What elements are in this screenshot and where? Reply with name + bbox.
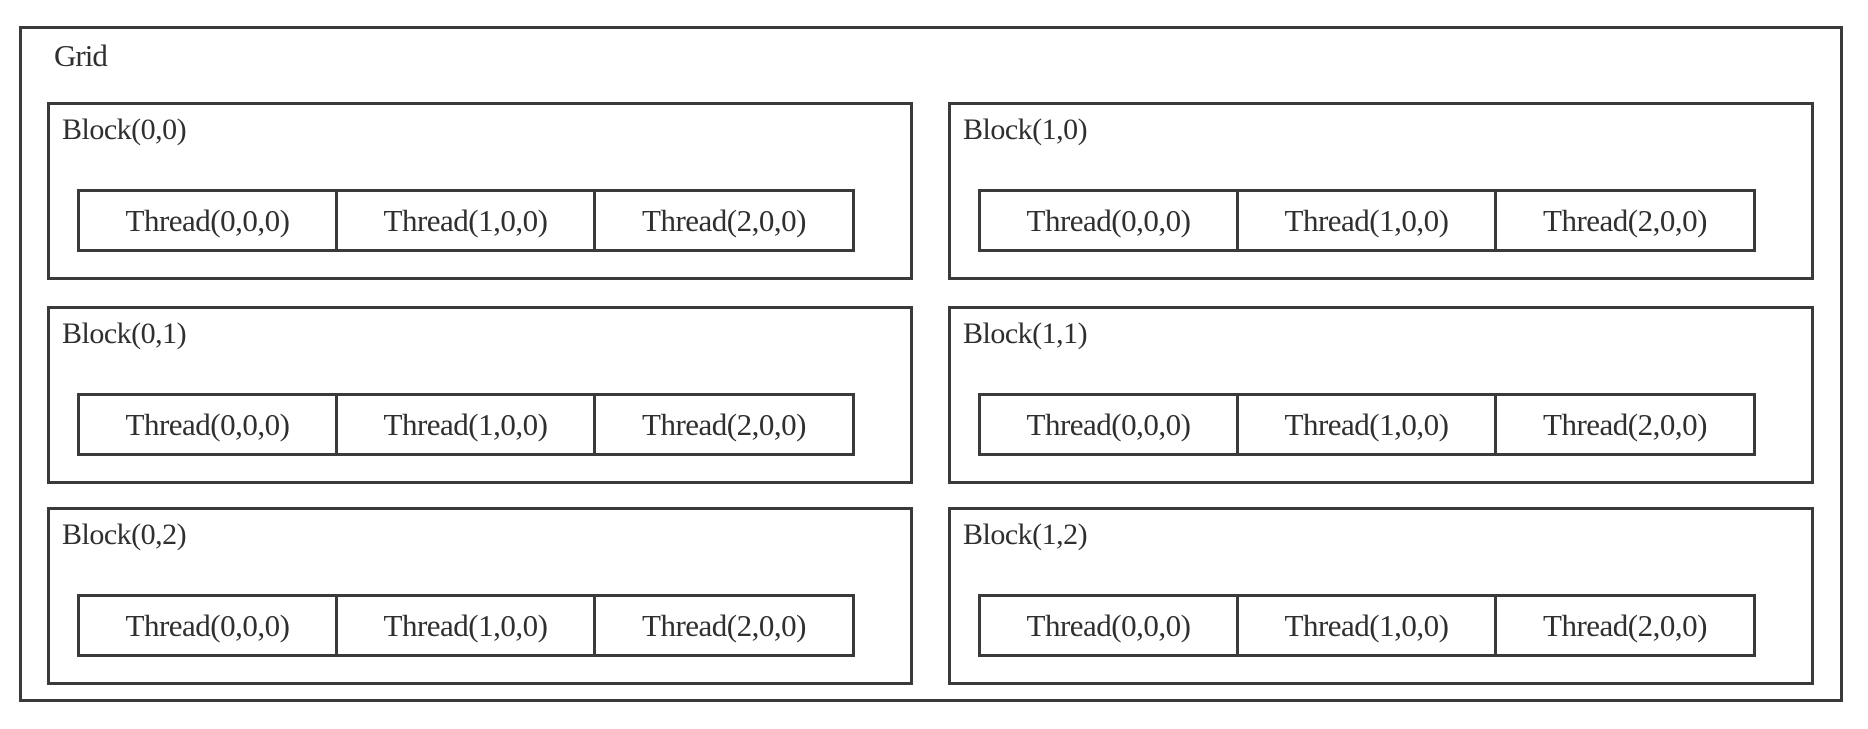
thread-row: Thread(0,0,0) Thread(1,0,0) Thread(2,0,0… [77, 594, 855, 657]
thread-cell: Thread(2,0,0) [1543, 406, 1707, 442]
thread-cell: Thread(1,0,0) [1239, 597, 1497, 654]
block-label: Block(0,0) [62, 113, 187, 146]
thread-cell: Thread(0,0,0) [981, 396, 1239, 453]
thread-cell: Thread(2,0,0) [642, 607, 806, 643]
block-0-2: Block(0,2) Thread(0,0,0) Thread(1,0,0) T… [47, 507, 913, 685]
thread-cell: Thread(0,0,0) [80, 192, 338, 249]
thread-cell: Thread(0,0,0) [981, 192, 1239, 249]
block-label: Block(1,1) [963, 317, 1088, 350]
thread-cell: Thread(1,0,0) [338, 192, 596, 249]
thread-cell: Thread(1,0,0) [338, 597, 596, 654]
thread-cell: Thread(2,0,0) [1543, 202, 1707, 238]
block-1-0: Block(1,0) Thread(0,0,0) Thread(1,0,0) T… [948, 102, 1814, 280]
thread-cell: Thread(0,0,0) [80, 396, 338, 453]
grid-label: Grid [54, 38, 108, 73]
thread-row: Thread(0,0,0) Thread(1,0,0) Thread(2,0,0… [978, 594, 1756, 657]
grid-container [19, 26, 1843, 702]
block-label: Block(0,1) [62, 317, 187, 350]
thread-cell: Thread(2,0,0) [1543, 607, 1707, 643]
thread-cell: Thread(0,0,0) [80, 597, 338, 654]
block-label: Block(0,2) [62, 518, 187, 551]
thread-row: Thread(0,0,0) Thread(1,0,0) Thread(2,0,0… [77, 189, 855, 252]
thread-cell: Thread(1,0,0) [1239, 192, 1497, 249]
thread-row: Thread(0,0,0) Thread(1,0,0) Thread(2,0,0… [978, 189, 1756, 252]
thread-row: Thread(0,0,0) Thread(1,0,0) Thread(2,0,0… [77, 393, 855, 456]
thread-cell: Thread(2,0,0) [642, 406, 806, 442]
thread-cell: Thread(1,0,0) [1239, 396, 1497, 453]
block-0-1: Block(0,1) Thread(0,0,0) Thread(1,0,0) T… [47, 306, 913, 484]
block-label: Block(1,0) [963, 113, 1088, 146]
block-1-1: Block(1,1) Thread(0,0,0) Thread(1,0,0) T… [948, 306, 1814, 484]
thread-cell: Thread(2,0,0) [642, 202, 806, 238]
block-1-2: Block(1,2) Thread(0,0,0) Thread(1,0,0) T… [948, 507, 1814, 685]
block-0-0: Block(0,0) Thread(0,0,0) Thread(1,0,0) T… [47, 102, 913, 280]
thread-cell: Thread(1,0,0) [338, 396, 596, 453]
thread-row: Thread(0,0,0) Thread(1,0,0) Thread(2,0,0… [978, 393, 1756, 456]
block-label: Block(1,2) [963, 518, 1088, 551]
thread-cell: Thread(0,0,0) [981, 597, 1239, 654]
